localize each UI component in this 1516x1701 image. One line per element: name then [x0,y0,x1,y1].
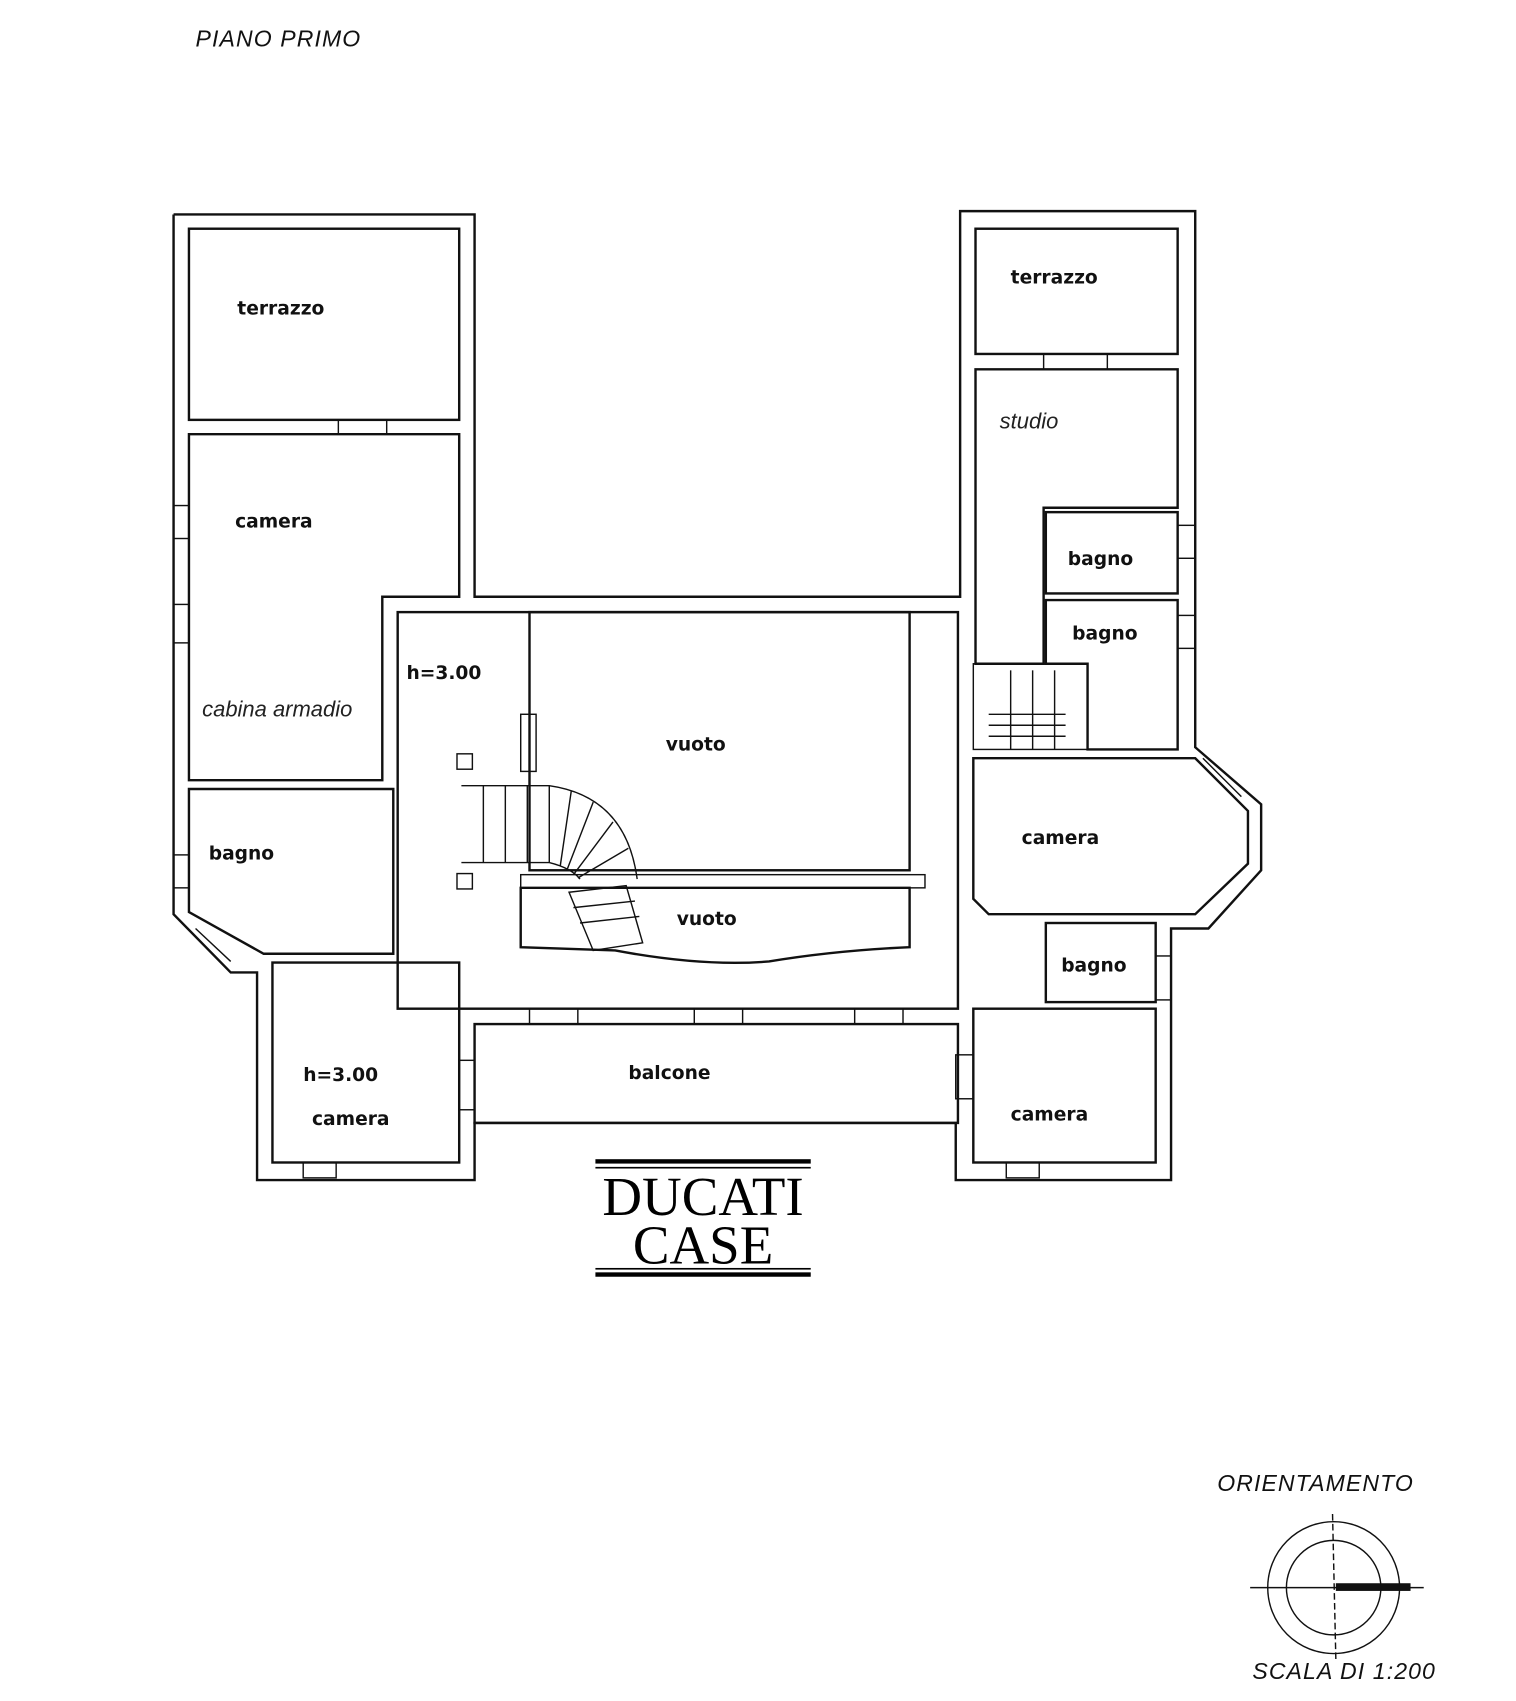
room-camera-lower-right [972,1007,1157,1164]
windows [172,353,1242,1179]
label-camera-lower-right: camera [1011,1105,1089,1126]
room-camera-right [972,757,1250,916]
label-bagno-r3: bagno [1061,955,1127,976]
label-bagno-left: bagno [209,843,275,864]
outer-wall [172,209,1263,1182]
label-h-lower-left: h=3.00 [303,1065,378,1086]
label-camera-lower-left: camera [312,1109,390,1130]
room-bagno-r2 [1044,598,1179,751]
label-h-hall: h=3.00 [406,663,481,684]
label-camera-left: camera [235,512,313,533]
spiral-staircase [456,713,926,952]
room-bagno-left [187,787,395,955]
logo-line2: CASE [633,1215,773,1276]
service-stair-steps [988,670,1066,750]
label-terrazzo-right: terrazzo [1011,268,1098,289]
ducati-case-logo: DUCATI CASE [595,1159,811,1277]
label-cabina: cabina armadio [202,696,352,721]
room-camera-lower-left [271,961,461,1164]
label-vuoto-lower: vuoto [677,909,737,930]
label-terrazzo-left: terrazzo [237,298,324,319]
room-terrazzo-left [187,227,461,422]
room-terrazzo-right [974,227,1179,356]
scale-label: SCALA DI 1:200 [1252,1658,1436,1684]
room-balcone [473,1022,960,1125]
room-vuoto-upper [528,610,911,872]
plan-title: PIANO PRIMO [196,25,362,51]
label-camera-right: camera [1022,828,1100,849]
service-stair [972,663,1089,751]
logo-line1: DUCATI [602,1166,803,1227]
label-bagno-r1: bagno [1068,549,1134,570]
room-vuoto-lower [519,886,911,965]
room-camera-left [187,432,461,782]
compass-icon [1250,1514,1424,1660]
label-balcone: balcone [628,1063,710,1084]
label-vuoto-upper: vuoto [666,735,726,756]
orientation-label: ORIENTAMENTO [1217,1470,1414,1496]
label-bagno-r2: bagno [1072,624,1138,645]
label-studio: studio [1000,409,1059,434]
